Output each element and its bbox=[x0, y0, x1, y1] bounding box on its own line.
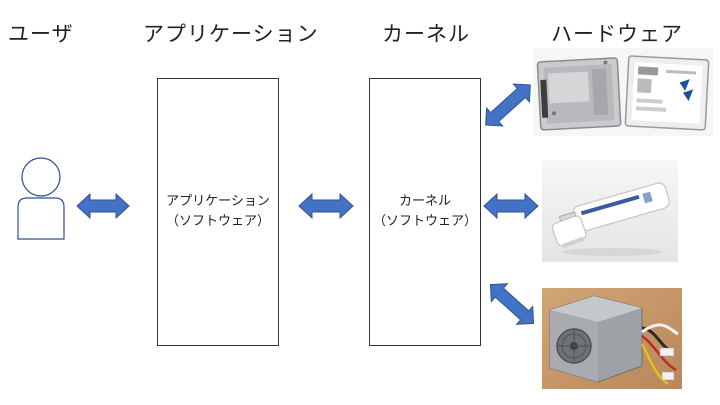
application-box-line2: （ソフトウェア） bbox=[165, 214, 270, 229]
kernel-box-label: カーネル （ソフトウェア） bbox=[370, 192, 480, 232]
usb-flash-drive-image bbox=[542, 160, 678, 262]
arrow-kernel-usb bbox=[483, 192, 539, 220]
power-supply-image bbox=[542, 288, 682, 389]
arrow-kernel-ssd bbox=[485, 83, 531, 127]
application-box-line1: アプリケーション bbox=[166, 194, 270, 209]
heading-kernel: カーネル bbox=[382, 22, 470, 46]
ssd-image bbox=[533, 48, 713, 136]
arrow-kernel-power-supply bbox=[489, 283, 535, 325]
arrow-application-kernel bbox=[298, 192, 354, 220]
kernel-box: カーネル （ソフトウェア） bbox=[369, 78, 481, 346]
kernel-box-line2: （ソフトウェア） bbox=[372, 214, 477, 229]
heading-hardware: ハードウェア bbox=[551, 22, 683, 46]
user-icon bbox=[17, 157, 65, 240]
arrow-user-application bbox=[76, 192, 130, 220]
heading-user: ユーザ bbox=[8, 22, 74, 46]
application-box: アプリケーション （ソフトウェア） bbox=[157, 78, 279, 346]
heading-application: アプリケーション bbox=[143, 22, 319, 46]
application-box-label: アプリケーション （ソフトウェア） bbox=[158, 192, 278, 232]
kernel-box-line1: カーネル bbox=[398, 194, 451, 209]
